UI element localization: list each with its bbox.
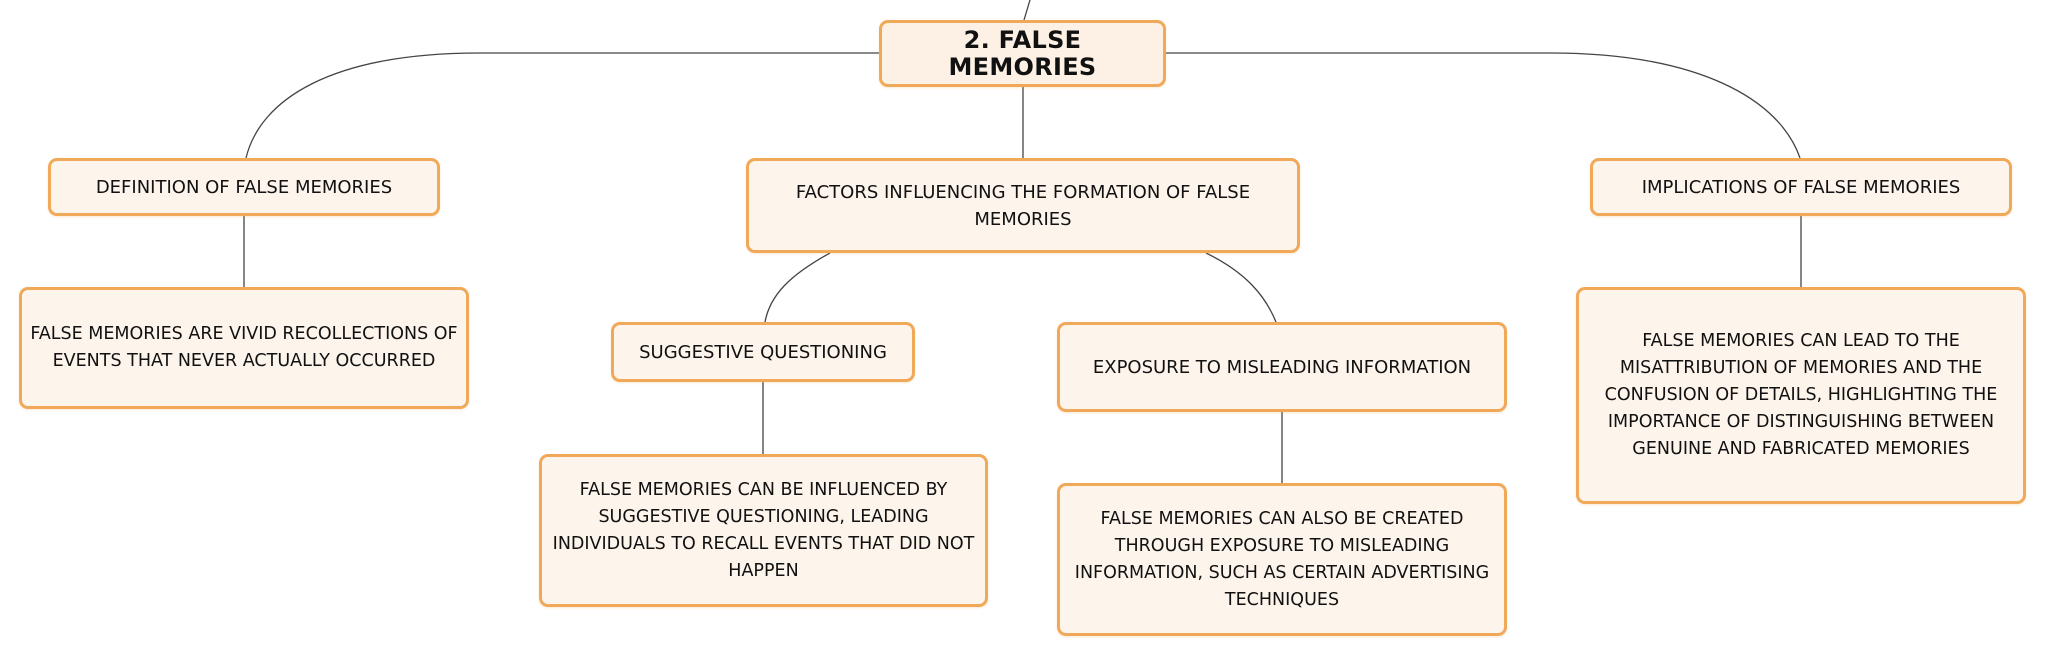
connector-factors-suggestive	[764, 252, 831, 323]
definition-node[interactable]: DEFINITION OF FALSE MEMORIES	[48, 158, 440, 216]
connector-root-definition	[245, 52, 880, 159]
implications-detail-node[interactable]: FALSE MEMORIES CAN LEAD TO THE MISATTRIB…	[1576, 287, 2026, 504]
exposure-detail-node[interactable]: FALSE MEMORIES CAN ALSO BE CREATED THROU…	[1057, 483, 1507, 636]
implications-node[interactable]: IMPLICATIONS OF FALSE MEMORIES	[1590, 158, 2012, 216]
definition-detail-node[interactable]: FALSE MEMORIES ARE VIVID RECOLLECTIONS O…	[19, 287, 469, 409]
connector-root-implications	[1166, 52, 1801, 159]
factors-node[interactable]: FACTORS INFLUENCING THE FORMATION OF FAL…	[746, 158, 1300, 253]
suggestive-questioning-node[interactable]: SUGGESTIVE QUESTIONING	[611, 322, 915, 382]
exposure-node[interactable]: EXPOSURE TO MISLEADING INFORMATION	[1057, 322, 1507, 412]
root-node[interactable]: 2. FALSE MEMORIES	[879, 20, 1166, 87]
connector-factors-exposure	[1205, 252, 1277, 323]
suggestive-questioning-detail-node[interactable]: FALSE MEMORIES CAN BE INFLUENCED BY SUGG…	[539, 454, 988, 607]
connector-parent-root	[1023, 0, 1031, 21]
